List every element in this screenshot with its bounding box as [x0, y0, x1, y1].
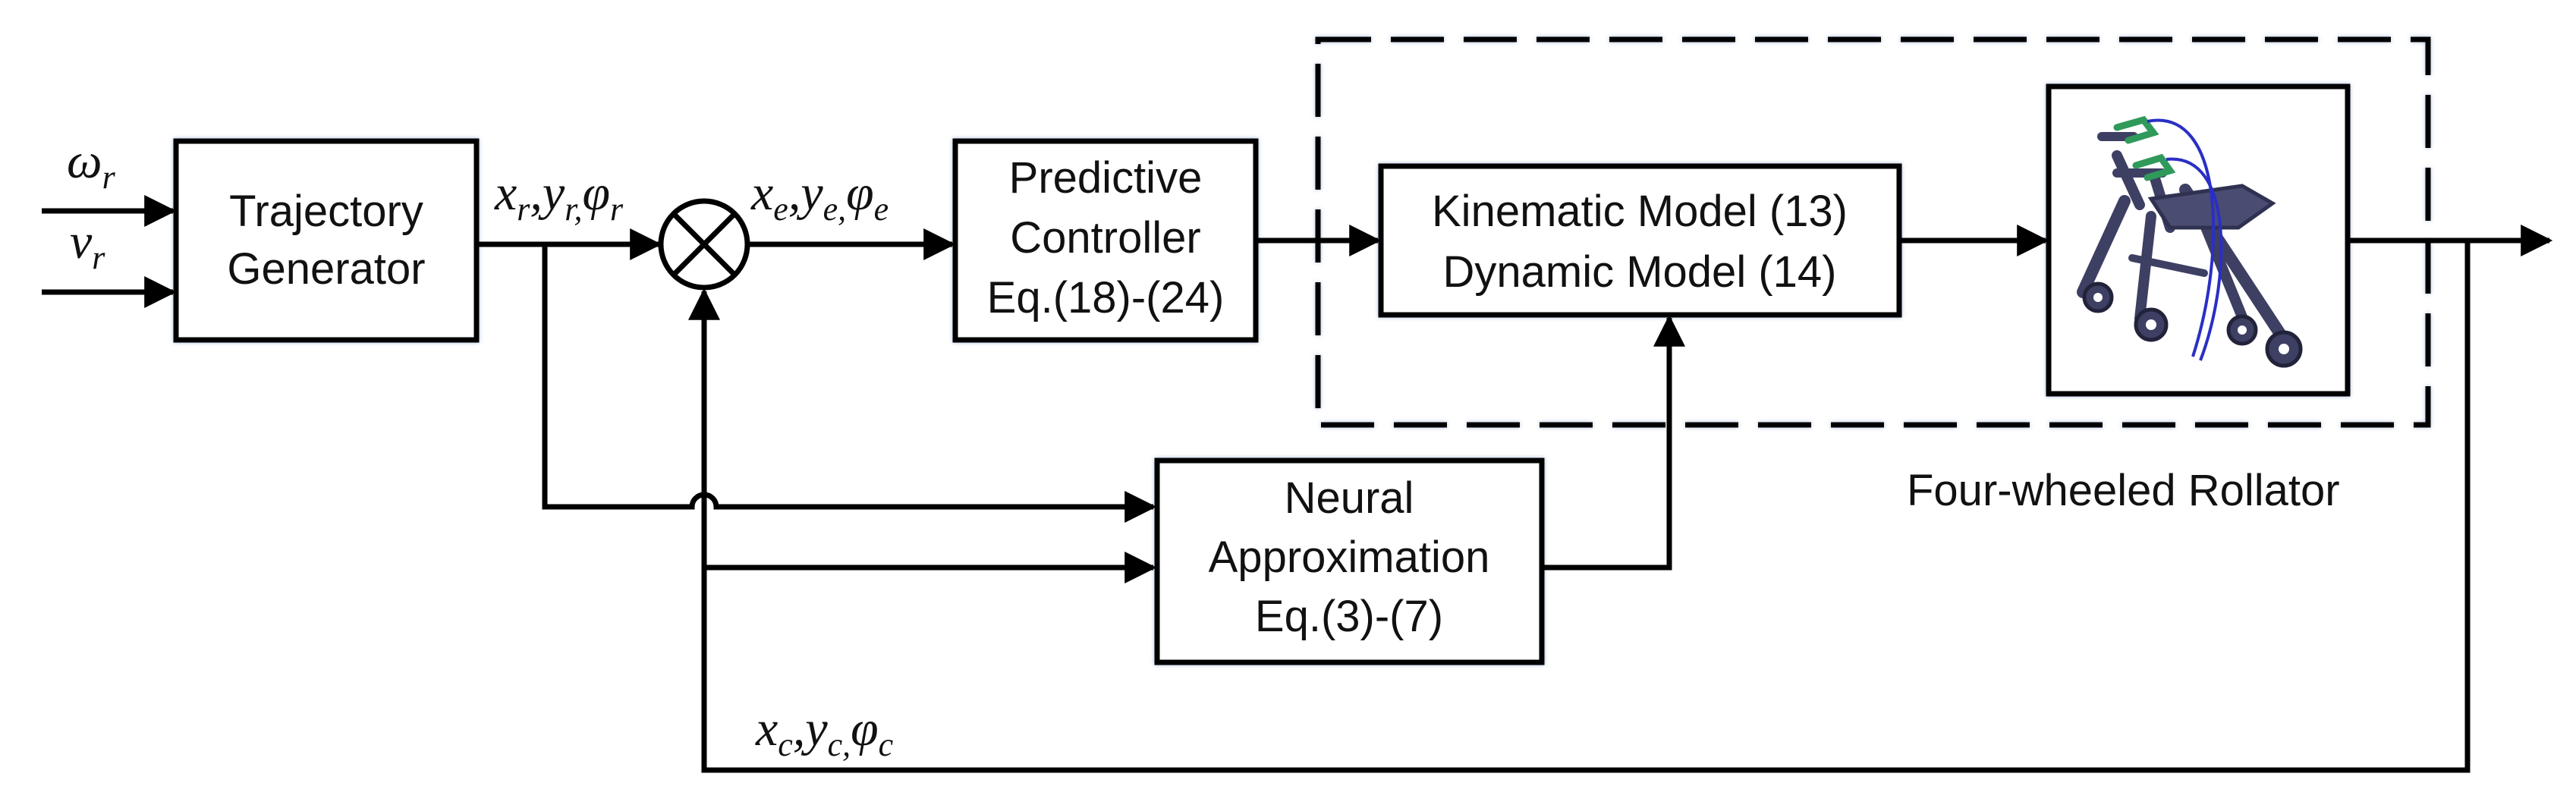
v-input-label: vr — [70, 214, 105, 276]
model-line-1: Kinematic Model (13) — [1432, 187, 1848, 236]
omega-input-label: ωr — [67, 134, 116, 196]
rollator-boundary — [1315, 36, 2431, 428]
neural-line-3: Eq.(3)-(7) — [1255, 592, 1443, 641]
predictive-controller-line-1: Predictive — [1009, 153, 1203, 203]
predictive-controller-line-2: Controller — [1010, 213, 1200, 263]
predictive-controller-line-3: Eq.(18)-(24) — [987, 273, 1225, 322]
circle-cross-icon — [658, 198, 750, 291]
neural-to-model-wire — [1542, 314, 1685, 571]
rollator-walker-icon — [2077, 115, 2303, 368]
reference-signal-label: xr,yr,φr — [494, 165, 624, 228]
neural-line-1: Neural — [1285, 473, 1414, 523]
neural-line-2: Approximation — [1209, 533, 1490, 582]
trajectory-generator-line-1: Trajectory — [229, 187, 423, 236]
neural-approximation-block — [1154, 458, 1545, 665]
current-state-label: xc,yc,φc — [755, 701, 894, 763]
error-signal-label: xe,ye,φe — [750, 165, 889, 228]
plant-label: Four-wheeled Rollator — [1907, 466, 2340, 515]
trajectory-generator-block — [173, 138, 480, 343]
feedback-loop-wire — [688, 241, 2471, 773]
model-line-2: Dynamic Model (14) — [1443, 247, 1837, 297]
rollator-image-block — [2046, 83, 2351, 397]
model-block — [1378, 163, 1902, 318]
trajectory-generator-line-2: Generator — [227, 244, 425, 294]
